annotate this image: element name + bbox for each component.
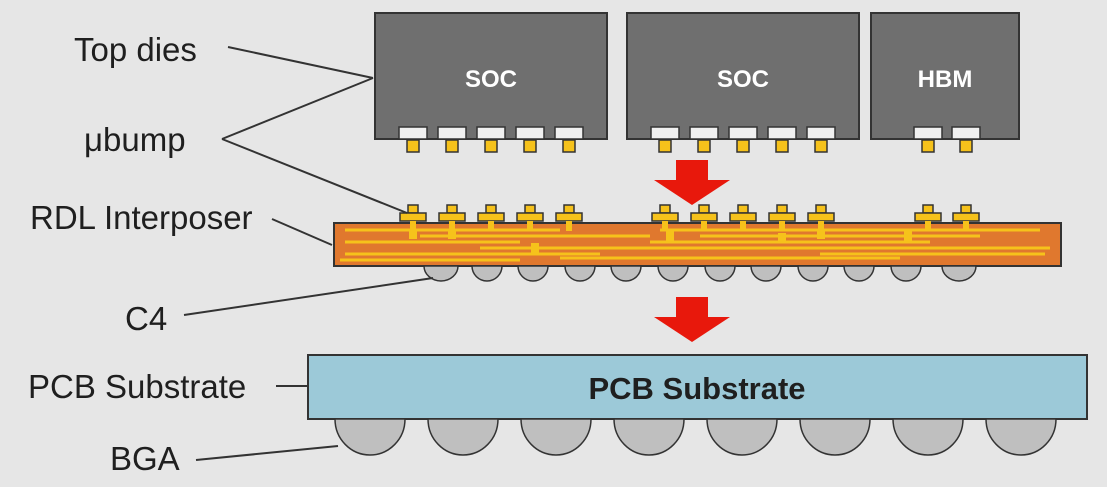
die-soc-2: SOC (626, 12, 860, 140)
microbump (913, 126, 943, 153)
leader-rdl (271, 218, 333, 246)
leader-c4 (183, 277, 434, 316)
interposer-bump (914, 204, 942, 231)
microbump (728, 126, 758, 153)
rdl-via (531, 243, 539, 253)
leader-ubump-die (221, 77, 374, 140)
c4-bumps (423, 265, 977, 282)
leader-bga (195, 445, 339, 461)
rdl-interposer (333, 222, 1062, 267)
label-top-dies: Top dies (74, 31, 197, 68)
rdl-via (409, 229, 417, 239)
interposer-bump (516, 204, 544, 231)
top-dies: SOC SOC HBM (374, 12, 1020, 140)
interposer-bump (690, 204, 718, 231)
bga-balls (334, 418, 1057, 456)
microbump (398, 126, 428, 153)
microbump (650, 126, 680, 153)
label-rdl-interposer: RDL Interposer (30, 199, 253, 236)
c4-bump (471, 265, 503, 282)
leader-ubump-interposer (221, 138, 408, 214)
c4-bump (517, 265, 549, 282)
c4-bump (890, 265, 922, 282)
c4-bump (657, 265, 689, 282)
label-pcb-substrate: PCB Substrate (28, 368, 246, 405)
bga-ball (799, 418, 871, 456)
assembly-arrows (654, 160, 730, 342)
c4-bump (610, 265, 642, 282)
c4-bump (843, 265, 875, 282)
leader-top-dies (227, 46, 374, 79)
pcb-substrate-label: PCB Substrate (588, 371, 805, 406)
interposer-bump (477, 204, 505, 231)
c4-bump (797, 265, 829, 282)
label-ubump: μbump (84, 121, 186, 158)
die-label: SOC (465, 66, 517, 93)
microbump (951, 126, 981, 153)
die-label: HBM (918, 66, 973, 93)
interposer-bump (651, 204, 679, 231)
callout-labels: Top dies μbump RDL Interposer C4 PCB Sub… (28, 31, 253, 477)
microbump (476, 126, 506, 153)
rdl-via (666, 231, 674, 241)
rdl-traces (340, 228, 1050, 262)
interposer-bump (768, 204, 796, 231)
interposer-bump (952, 204, 980, 231)
bga-ball (520, 418, 592, 456)
die-soc-1: SOC (374, 12, 608, 140)
bga-ball (613, 418, 685, 456)
microbump (767, 126, 797, 153)
rdl-via (817, 229, 825, 239)
bga-ball (892, 418, 964, 456)
interposer-bump (399, 204, 427, 231)
bga-ball (334, 418, 406, 456)
c4-bump (941, 265, 977, 282)
microbump (689, 126, 719, 153)
interposer-microbumps (399, 204, 980, 231)
die-hbm: HBM (870, 12, 1020, 140)
c4-bump (750, 265, 782, 282)
label-c4: C4 (125, 300, 167, 337)
pcb-substrate: PCB Substrate (307, 354, 1088, 420)
interposer-bump (729, 204, 757, 231)
interposer-bump (807, 204, 835, 231)
bga-ball (985, 418, 1057, 456)
down-arrow-icon (654, 160, 730, 205)
bga-ball (427, 418, 499, 456)
microbump (437, 126, 467, 153)
microbump (515, 126, 545, 153)
interposer-bump (438, 204, 466, 231)
bga-ball (706, 418, 778, 456)
rdl-via (778, 233, 786, 243)
c4-bump (564, 265, 596, 282)
microbump (806, 126, 836, 153)
leader-lines (183, 46, 434, 461)
label-bga: BGA (110, 440, 180, 477)
rdl-via (448, 229, 456, 239)
die-microbumps (398, 126, 981, 153)
rdl-via (904, 231, 912, 241)
c4-bump (704, 265, 736, 282)
down-arrow-icon (654, 297, 730, 342)
die-label: SOC (717, 66, 769, 93)
interposer-bump (555, 204, 583, 231)
microbump (554, 126, 584, 153)
